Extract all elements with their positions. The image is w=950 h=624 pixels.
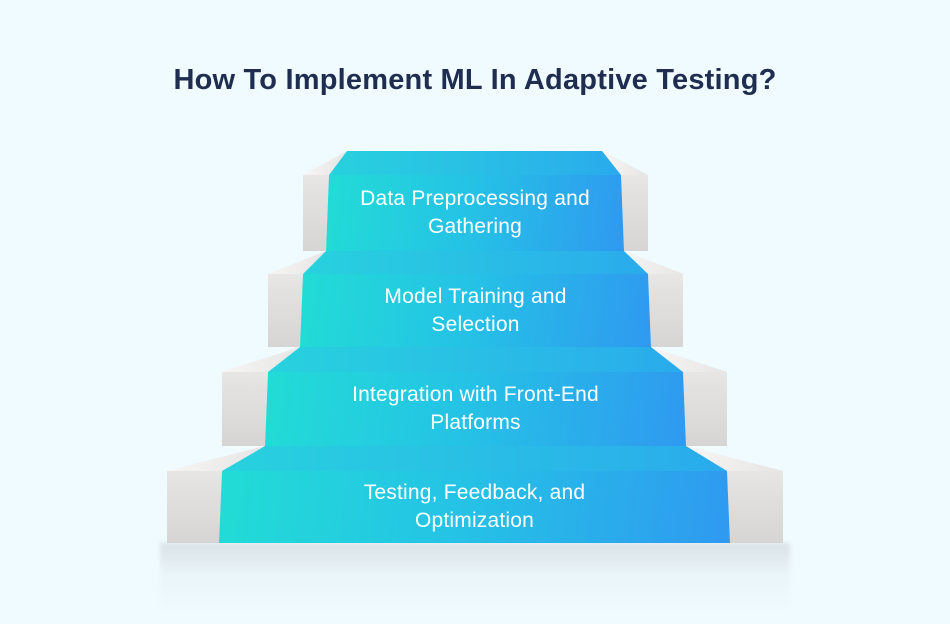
step-2-tread bbox=[303, 251, 648, 274]
step-3-label: Integration with Front-End Platforms bbox=[268, 372, 683, 446]
step-3-label-line-1: Integration with Front-End bbox=[352, 383, 599, 406]
step-1-tread bbox=[329, 151, 621, 175]
step-1-riser bbox=[326, 175, 624, 251]
page-title: How To Implement ML In Adaptive Testing? bbox=[173, 64, 777, 96]
step-3-riser bbox=[265, 372, 686, 446]
step-2-label-line-1: Model Training and bbox=[384, 284, 567, 308]
step-1-label-line-1: Data Preprocessing and bbox=[360, 187, 590, 210]
step-4-tread bbox=[222, 446, 727, 471]
step-2-label: Model Training and Selection bbox=[303, 274, 648, 347]
step-2-label-line-2: Selection bbox=[431, 312, 520, 336]
step-2-riser bbox=[300, 274, 651, 347]
step-3-label-line-2: Platforms bbox=[430, 411, 521, 434]
step-4-label-line-2: Optimization bbox=[414, 509, 535, 532]
step-3-tread bbox=[268, 347, 683, 372]
step-4-riser bbox=[219, 471, 730, 543]
step-1-label-line-2: Gathering bbox=[427, 215, 523, 238]
step-4-label: Testing, Feedback, and Optimization bbox=[222, 471, 727, 543]
staircase-ground-shadow bbox=[160, 543, 790, 611]
step-4-label-line-1: Testing, Feedback, and bbox=[363, 481, 586, 504]
step-1-label: Data Preprocessing and Gathering bbox=[329, 175, 621, 251]
